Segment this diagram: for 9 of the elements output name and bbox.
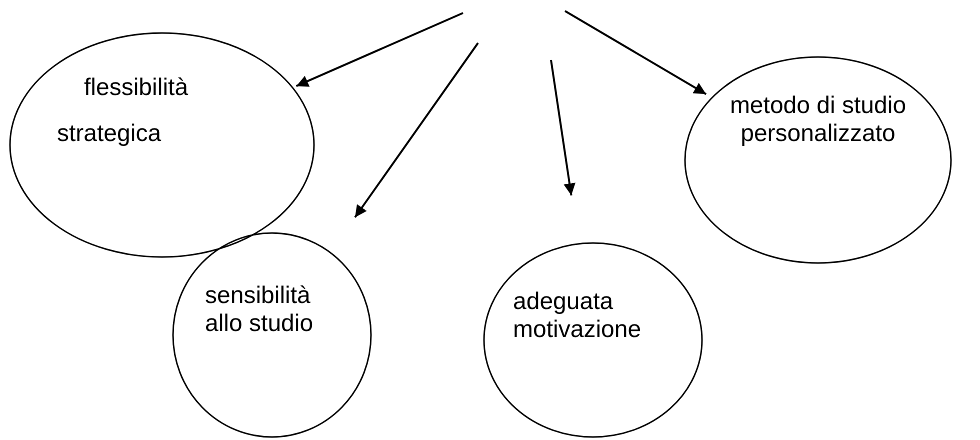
arrow — [354, 42, 479, 218]
node-label: adeguata motivazione — [513, 288, 642, 344]
node-label: sensibilità allo studio — [205, 282, 314, 338]
arrow — [564, 10, 707, 95]
arrow — [550, 60, 576, 196]
node-label: metodo di studio personalizzato — [728, 92, 908, 148]
node-label: flessibilità — [84, 74, 190, 102]
arrow — [296, 12, 464, 88]
node-label: strategica — [57, 120, 162, 148]
